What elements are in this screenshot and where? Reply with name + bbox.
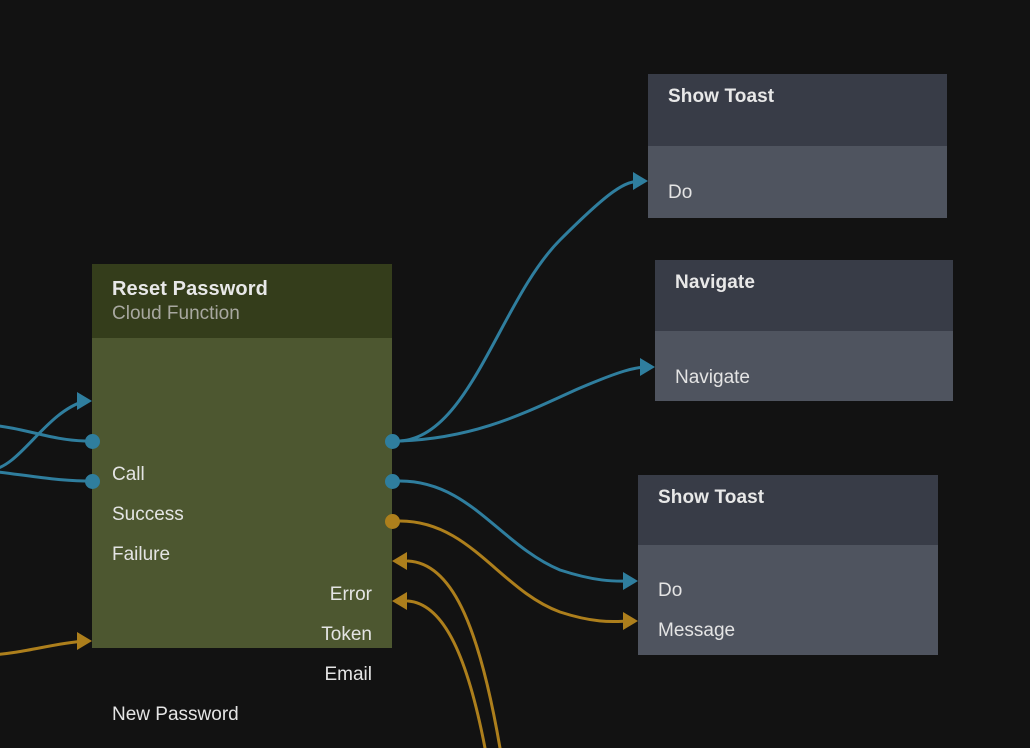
port-label-new-password: New Password — [112, 703, 239, 725]
port-row-success[interactable]: Success — [92, 495, 392, 535]
port-row-do[interactable]: Do — [638, 571, 938, 611]
wire-w-call-in[interactable] — [0, 399, 87, 470]
node-body: Do Message — [638, 545, 938, 655]
node-body: Call Success Failure Error Token Email N… — [92, 337, 392, 725]
port-row-error[interactable]: Error — [92, 575, 392, 615]
node-show-toast-top[interactable]: Show Toast Do — [648, 74, 947, 218]
node-body: Navigate — [655, 331, 953, 401]
node-body: Do — [648, 146, 947, 218]
node-header[interactable]: Navigate — [655, 260, 953, 331]
port-label-failure: Failure — [112, 543, 171, 565]
port-row-new-password[interactable]: New Password — [92, 695, 392, 735]
port-label-error: Error — [329, 583, 372, 605]
port-arrow-reset-password-token[interactable] — [392, 552, 407, 570]
node-navigate[interactable]: Navigate Navigate — [655, 260, 953, 401]
port-row-email[interactable]: Email — [92, 655, 392, 695]
wire-w-success-in[interactable] — [0, 424, 87, 443]
wire-w-failure-to-toast2-do[interactable] — [398, 479, 633, 583]
wire-w-success-to-toast1-do[interactable] — [398, 179, 643, 443]
node-show-toast-bottom[interactable]: Show Toast Do Message — [638, 475, 938, 655]
port-arrow-show-toast-1-do[interactable] — [633, 172, 648, 190]
port-label-message: Message — [658, 620, 736, 641]
port-label-navigate: Navigate — [675, 367, 750, 388]
port-label-do: Do — [668, 182, 693, 203]
wire-w-newpassword-in[interactable] — [0, 639, 86, 656]
port-row-call[interactable]: Call — [92, 455, 392, 495]
port-row-message[interactable]: Message — [638, 611, 938, 651]
port-arrow-show-toast-2-message[interactable] — [623, 612, 638, 630]
port-label-call: Call — [112, 463, 145, 485]
port-label-email: Email — [324, 663, 372, 685]
node-title: Reset Password — [112, 278, 268, 300]
port-label-do: Do — [658, 580, 683, 601]
port-arrow-navigate-navigate[interactable] — [640, 358, 655, 376]
port-arrow-reset-password-call[interactable] — [77, 392, 92, 410]
node-header[interactable]: Show Toast — [648, 74, 947, 146]
port-arrow-reset-password-new-password[interactable] — [77, 632, 92, 650]
port-row-failure[interactable]: Failure — [92, 535, 392, 575]
wire-w-error-to-toast2-msg[interactable] — [398, 519, 633, 624]
wire-w-failure-in[interactable] — [0, 470, 87, 483]
port-arrow-reset-password-email[interactable] — [392, 592, 407, 610]
port-row-do[interactable]: Do — [648, 173, 947, 213]
node-title: Show Toast — [668, 86, 775, 107]
node-header[interactable]: Show Toast — [638, 475, 938, 545]
wire-w-token-in[interactable] — [406, 559, 502, 748]
wire-w-email-in[interactable] — [406, 599, 487, 748]
port-label-token: Token — [321, 623, 372, 645]
port-row-navigate[interactable]: Navigate — [655, 358, 953, 398]
port-label-success: Success — [112, 503, 184, 525]
wire-w-success-to-navigate[interactable] — [398, 365, 650, 443]
node-subtitle: Cloud Function — [112, 303, 240, 324]
node-header[interactable]: Reset Password Cloud Function — [92, 264, 392, 338]
port-arrow-show-toast-2-do[interactable] — [623, 572, 638, 590]
node-reset-password[interactable]: Reset Password Cloud Function Call Succe… — [92, 264, 392, 725]
port-row-token[interactable]: Token — [92, 615, 392, 655]
node-title: Navigate — [675, 272, 756, 293]
node-title: Show Toast — [658, 487, 765, 508]
